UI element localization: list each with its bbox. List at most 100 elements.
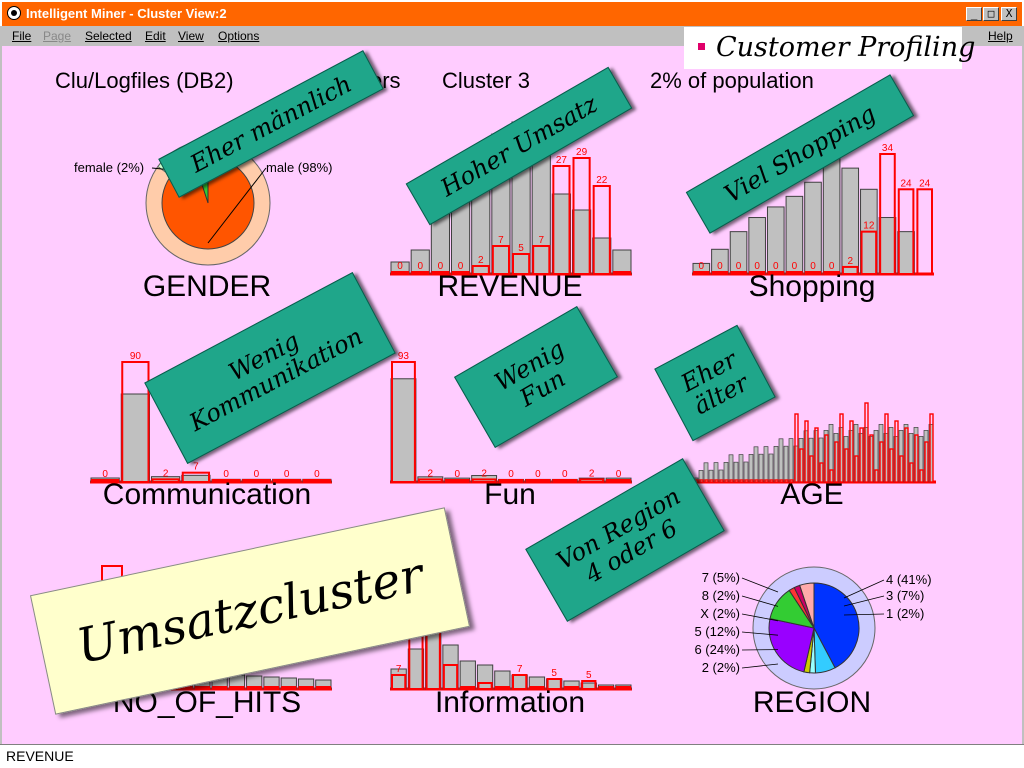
region-label-x: X (2%) [700,606,740,621]
communication-cluster-bar [302,479,331,483]
region-leader [741,577,779,593]
region-label-8: 8 (2%) [702,588,740,603]
age-population-bar [768,453,774,483]
age-cluster-bar [779,479,784,483]
menu-edit[interactable]: Edit [145,29,166,43]
customer-profiling-title: Customer Profiling [716,32,976,63]
region-leader [843,613,885,616]
age-cluster-bar [704,479,709,483]
region-slice-4 [813,582,860,669]
menu-options[interactable]: Options [218,29,260,43]
information-chart-label: Information [434,686,586,719]
shopping-cluster-bar [748,271,766,275]
menu-page[interactable]: Page [43,29,72,43]
fun-cluster-bar [552,479,578,483]
hits-cluster-bar [229,686,245,690]
communication-cluster-bar [151,478,180,484]
communication-data-label: 0 [254,469,260,480]
shopping-cluster-bar [693,271,710,275]
age-cluster-bar [754,479,759,483]
communication-data-label: 2 [163,468,169,479]
shopping-cluster-bar [730,271,747,275]
fun-cluster-bar [498,479,524,483]
hits-cluster-bar [263,686,280,690]
communication-cluster-bar [91,479,120,483]
age-cluster-bar [739,479,744,483]
age-cluster-bar [709,479,714,483]
revenue-data-label: 7 [498,235,504,246]
information-data-label: 5 [551,668,557,679]
menu-help[interactable]: Help [988,29,1013,43]
shopping-cluster-bar [711,271,729,275]
age-cluster-bar [874,469,879,483]
shopping-chart-label: Shopping [748,270,876,303]
information-population-bar [442,644,459,690]
fun-data-label: 0 [454,469,460,480]
menu-file[interactable]: File [12,29,32,43]
age-population-bar [723,462,729,483]
revenue-chart-label: REVENUE [437,270,583,303]
revenue-cluster-bar [391,271,410,275]
menu-view[interactable]: View [178,29,204,43]
region-leader [843,595,885,607]
communication-data-label: 0 [223,469,229,480]
age-cluster-bar [744,479,749,483]
age-cluster-bar [894,420,899,483]
window-title: Intelligent Miner - Cluster View:2 [26,6,227,21]
app-icon[interactable] [7,6,21,20]
fun-data-label: 2 [428,468,434,479]
information-cluster-bar [391,674,407,690]
information-cluster-bar [529,686,545,690]
age-cluster-bar [924,441,929,483]
age-cluster-bar [824,434,829,483]
window-titlebar[interactable]: Intelligent Miner - Cluster View:2 _ □ X [0,0,1024,26]
close-button[interactable]: X [1001,7,1017,21]
cluster-view-canvas[interactable]: Clu/Logfiles (DB2) ers Cluster 3 11 2% o… [2,46,1022,744]
region-label-1: 1 (2%) [886,606,924,621]
shopping-data-label: 12 [863,221,875,232]
region-label-5: 5 (12%) [694,624,740,639]
region-leader [741,631,779,636]
maximize-button[interactable]: □ [983,7,999,21]
age-cluster-bar [774,479,779,483]
revenue-data-label: 0 [438,261,444,272]
age-cluster-bar [784,479,789,483]
revenue-cluster-bar [572,157,591,275]
revenue-population-bar [572,209,592,275]
information-cluster-bar [598,686,614,690]
age-cluster-bar [759,479,764,483]
shopping-cluster-bar [841,265,859,276]
cluster-name: Cluster 3 [442,68,531,93]
communication-data-label: 0 [314,469,320,480]
age-cluster-bar [729,479,734,483]
age-cluster-bar [899,455,904,483]
shopping-data-label: 0 [810,261,816,272]
menu-selected[interactable]: Selected [85,29,132,43]
revenue-cluster-bar [491,245,511,275]
region-chart-label: REGION [752,686,872,719]
communication-cluster-bar [121,361,150,483]
minimize-button[interactable]: _ [966,7,982,21]
information-cluster-bar [512,674,528,690]
age-cluster-bar [914,434,919,483]
revenue-cluster-bar [592,185,611,275]
age-population-bar [773,446,779,483]
status-text: REVENUE [6,748,74,764]
revenue-data-label: 0 [417,261,423,272]
gender-male-label: male (98%) [266,160,332,175]
age-cluster-bar [789,479,794,483]
shopping-cluster-bar [823,271,840,275]
shopping-data-label: 24 [901,178,913,189]
communication-data-label: 7 [193,462,199,473]
fun-cluster-bar [391,361,416,483]
information-population-bar [425,628,442,690]
age-cluster-bar [809,455,814,483]
communication-data-label: 90 [130,351,142,362]
region-label-4: 4 (41%) [886,572,932,587]
age-cluster-bar [884,413,889,483]
source-label: Clu/Logfiles (DB2) [55,68,234,93]
revenue-data-label: 27 [556,155,568,166]
age-cluster-bar [834,441,839,483]
revenue-cluster-bar [552,165,571,275]
region-leader [741,613,779,622]
